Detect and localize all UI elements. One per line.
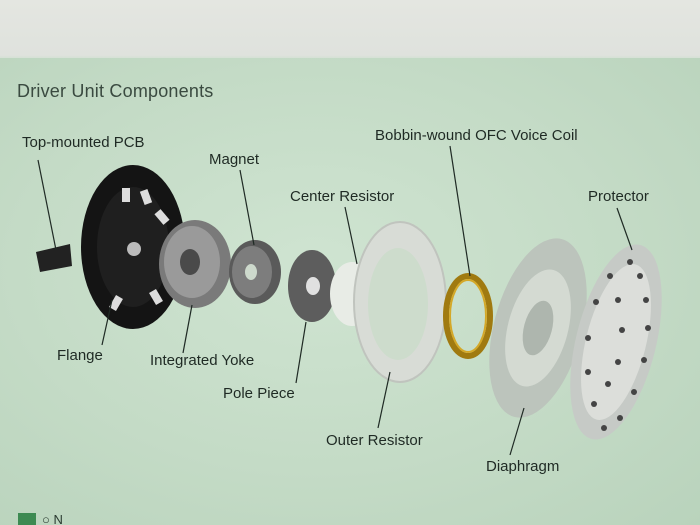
label-diaphragm: Diaphragm [486,458,560,475]
label-voice-coil: Bobbin-wound OFC Voice Coil [375,127,578,144]
label-center-resistor: Center Resistor [290,188,395,205]
footer-marker [18,513,36,525]
voice-coil-component [443,273,493,359]
pcb-component [36,244,72,272]
label-pole-piece: Pole Piece [223,385,295,402]
label-pcb: Top-mounted PCB [22,134,145,151]
label-flange: Flange [57,347,103,364]
label-protector: Protector [588,188,649,205]
diagram-title: Driver Unit Components [17,81,214,101]
label-outer-resistor: Outer Resistor [326,432,423,449]
label-yoke: Integrated Yoke [150,352,255,369]
label-magnet: Magnet [209,151,260,168]
footer-text: ○ N [42,512,63,525]
